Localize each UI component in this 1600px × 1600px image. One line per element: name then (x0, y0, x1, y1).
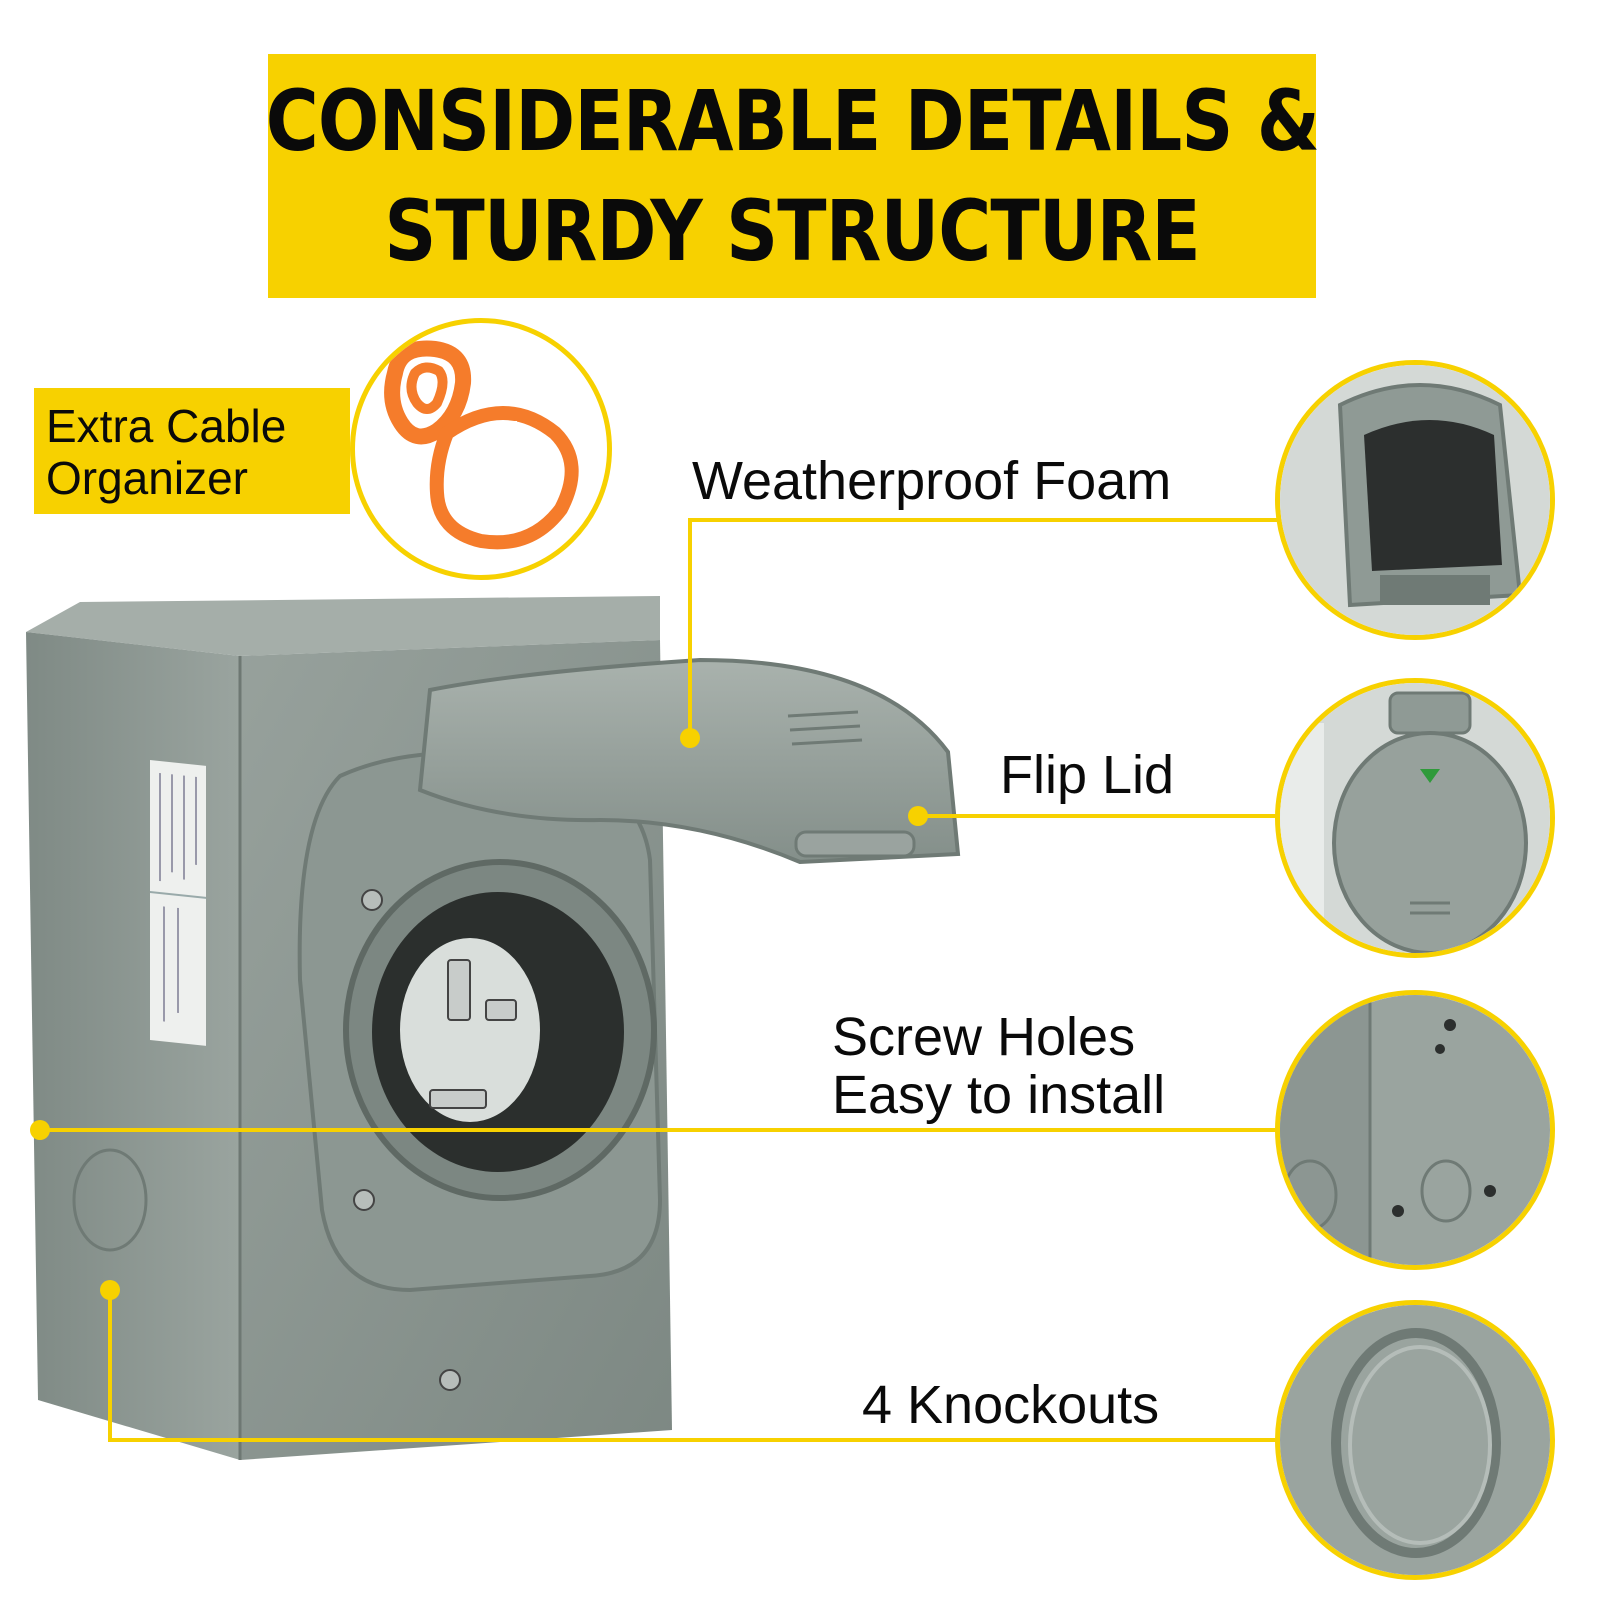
faceplate-screws (353, 889, 461, 1391)
cable-organizer-icon (384, 340, 579, 550)
flip-lid (417, 657, 961, 865)
title-banner: CONSIDERABLE DETAILS & STURDY STRUCTURE (265, 54, 1320, 298)
title-line-2: STURDY STRUCTURE (384, 182, 1200, 280)
knockout-detail-icon (1280, 1305, 1550, 1575)
title-line-1: CONSIDERABLE DETAILS & (265, 72, 1319, 170)
leader-dots (30, 728, 928, 1300)
callout-screw-holes: Screw Holes (832, 1007, 1136, 1067)
cable-organizer-label: Extra Cable Organizer (34, 388, 350, 514)
leader-lines (40, 518, 1280, 1442)
screw-holes-detail-icon (1280, 995, 1550, 1265)
callout-weatherproof-foam: Weatherproof Foam (692, 451, 1172, 511)
cable-organizer-circle (350, 318, 612, 580)
detail-circle-foam (1275, 360, 1555, 640)
inlet-prongs (429, 959, 517, 1109)
detail-circle-screw-holes (1275, 990, 1555, 1270)
cable-organizer-line-2: Organizer (46, 452, 248, 504)
callout-knockouts: 4 Knockouts (862, 1375, 1160, 1435)
callout-flip-lid: Flip Lid (1000, 745, 1175, 805)
box-top (26, 596, 660, 656)
side-knockout (72, 1148, 148, 1252)
callout-easy-install: Easy to install (832, 1065, 1166, 1125)
box-side (26, 632, 240, 1460)
rating-label (150, 760, 206, 1046)
cable-organizer-line-1: Extra Cable (46, 400, 287, 452)
detail-circle-knockouts (1275, 1300, 1555, 1580)
lid-detail-icon (1280, 683, 1550, 953)
detail-circle-lid (1275, 678, 1555, 958)
foam-detail-icon (1280, 365, 1550, 635)
